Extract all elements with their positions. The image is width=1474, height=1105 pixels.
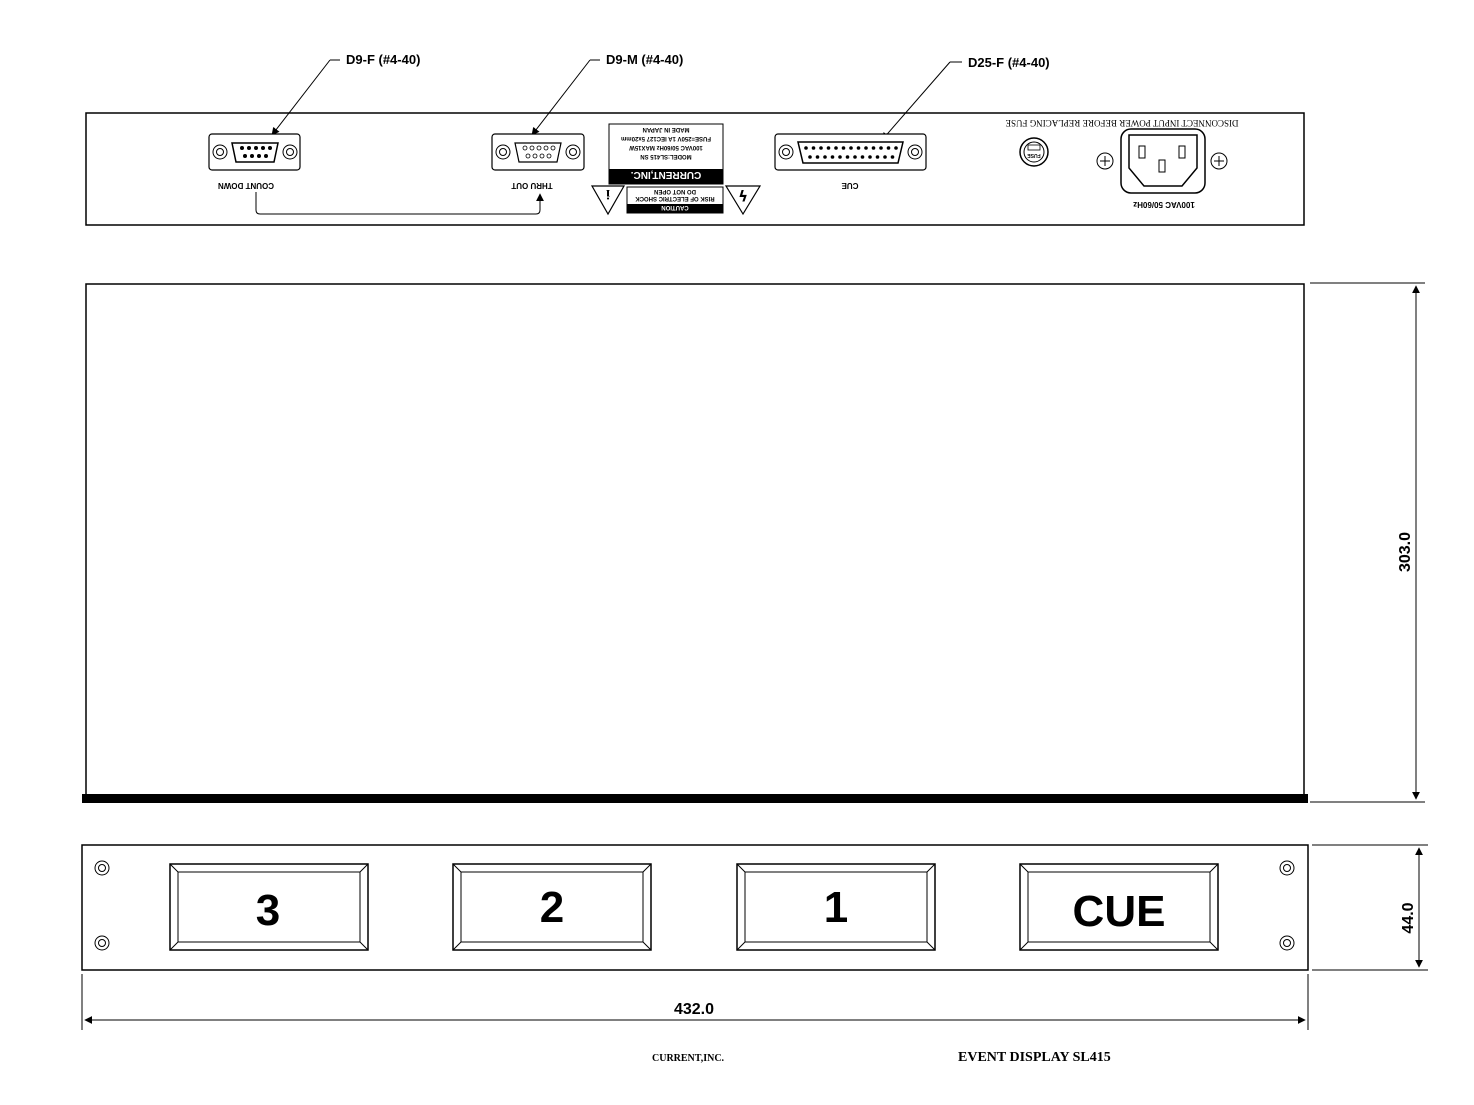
mount-screw-icon [1279,860,1295,876]
mount-screw-icon [94,860,110,876]
fuse-warning-text: DISCONNECT INPUT POWER BEFORE REPLACING … [1005,118,1238,128]
callout-d25f-label: D25-F (#4-40) [968,55,1050,70]
top-view-outline [85,283,1305,797]
label-plate: MADE IN JAPAN FUSE=250V 1A IEC127 5x20mm… [608,123,724,185]
caution-line1: RISK OF ELECTRIC SHOCK [635,195,715,201]
footer-product: EVENT DISPLAY SL415 [958,1050,1111,1065]
rear-panel-view: D9-F (#4-40) D9-M (#4-40) D25-F (#4-40) … [85,52,1305,226]
label-power-spec: 100VAC 50/60Hz MAX15W [629,144,703,150]
button-3: 3 [169,863,369,951]
depth-value: 303.0 [1397,532,1414,572]
callout-d9m: D9-M (#4-40) [531,52,683,136]
callout-d25f: D25-F (#4-40) [881,55,1050,141]
mount-screw-icon [94,935,110,951]
bolt-symbol: ϟ [738,186,748,204]
count-down-connector [208,133,301,171]
callout-d9m-label: D9-M (#4-40) [606,52,683,67]
height-value: 44.0 [1400,902,1417,933]
button-2-label: 2 [540,883,564,932]
label-fuse-spec: FUSE=250V 1A IEC127 5x20mm [621,135,711,141]
front-panel-view: 3 2 1 CUE [81,844,1309,971]
cue-connector [774,133,927,171]
width-value: 432.0 [674,1001,714,1018]
width-dimension: 432.0 [81,974,1309,1030]
shock-triangle-icon: ϟ [724,185,762,216]
footer-company: CURRENT,INC. [652,1053,725,1064]
height-dimension: 44.0 [1312,844,1428,971]
thru-link-line [255,192,544,215]
label-made-in: MADE IN JAPAN [643,126,690,132]
power-label: 100VAC 50/60Hz [1133,200,1195,209]
caution-title: CAUTION [661,204,688,210]
button-cue: CUE [1019,863,1219,951]
button-1: 1 [736,863,936,951]
button-1-label: 1 [824,883,848,932]
info-triangle-icon: i [590,185,626,216]
depth-dimension: 303.0 [1310,282,1425,803]
button-3-label: 3 [256,886,280,935]
label-model: MODEL:SL415 SN [640,153,691,159]
button-2: 2 [452,863,652,951]
front-panel-edge [82,794,1308,803]
callout-d9f-label: D9-F (#4-40) [346,52,420,67]
mount-screw-icon [1279,935,1295,951]
top-view [82,283,1308,803]
caution-plate: DO NOT OPEN RISK OF ELECTRIC SHOCK CAUTI… [626,186,724,214]
label-brand: CURRENT,INC. [631,169,702,180]
count-down-label: COUNT DOWN [218,181,274,190]
fuse-holder-icon: FUSE [1019,137,1049,167]
thru-out-label: THRU OUT [511,181,552,190]
callout-d9f: D9-F (#4-40) [271,52,420,136]
thru-out-connector [491,133,585,171]
cue-port-label: CUE [841,181,859,190]
power-inlet [1096,128,1228,194]
button-cue-label: CUE [1073,887,1166,936]
fuse-holder-label: FUSE [1027,152,1041,158]
caution-line2: DO NOT OPEN [654,188,696,194]
info-symbol: i [606,186,610,201]
